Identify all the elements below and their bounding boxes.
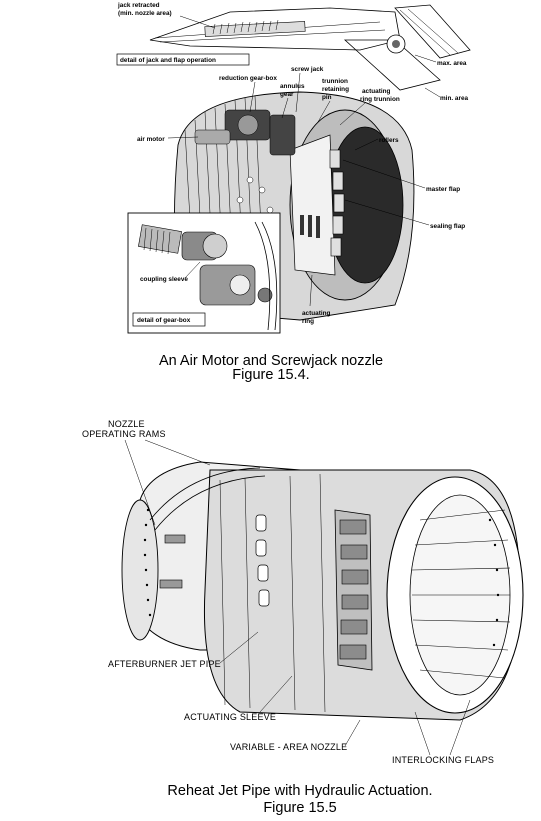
reheat-jet-pipe-drawing — [121, 461, 524, 721]
label-gear: gear — [280, 91, 294, 98]
gearbox-detail-inset — [127, 212, 281, 334]
label-actuating: actuating — [362, 88, 391, 95]
label-variable-area-nozzle: VARIABLE - AREA NOZZLE — [230, 742, 347, 752]
figure-15-4-caption-title: An Air Motor and Screwjack nozzle — [159, 353, 383, 369]
figure-15-4-caption-number: Figure 15.4. — [232, 367, 309, 383]
label-coupling-sleeve: coupling sleeve — [140, 276, 188, 283]
figure-15-5-caption-title: Reheat Jet Pipe with Hydraulic Actuation… — [167, 783, 432, 799]
figure-15-5-caption-number: Figure 15.5 — [263, 800, 336, 816]
label-nozzle: NOZZLE — [108, 419, 145, 429]
label-operating-rams: OPERATING RAMS — [82, 429, 166, 439]
label-detail-jack-flap: detail of jack and flap operation — [120, 57, 216, 64]
label-actuating-sleeve: ACTUATING SLEEVE — [184, 712, 276, 722]
label-sealing-flap: sealing flap — [430, 223, 465, 230]
label-trunnion: trunnion — [322, 78, 348, 85]
label-jack-retracted: jack retracted — [117, 2, 160, 9]
label-rollers: rollers — [379, 137, 399, 144]
figure-15-4: jack retracted (min. nozzle area) detail… — [116, 2, 471, 383]
label-afterburner-jet-pipe: AFTERBURNER JET PIPE — [108, 659, 221, 669]
figure-15-5: NOZZLE OPERATING RAMS AFTERBURNER JET PI… — [82, 419, 524, 816]
label-actuating-2: actuating — [302, 310, 331, 317]
label-min-area: min. area — [440, 95, 469, 102]
label-air-motor: air motor — [137, 136, 165, 143]
figure-15-5-labels: NOZZLE OPERATING RAMS AFTERBURNER JET PI… — [82, 419, 494, 765]
label-pin: pin — [322, 94, 332, 101]
screwjack-nozzle-drawing — [173, 91, 415, 321]
label-min-nozzle-area: (min. nozzle area) — [118, 10, 172, 17]
jack-flap-detail-drawing — [149, 4, 471, 91]
label-ring-trunnion: ring trunnion — [360, 96, 400, 103]
figure-15-4-labels: jack retracted (min. nozzle area) detail… — [116, 2, 469, 325]
label-retaining: retaining — [322, 86, 349, 93]
label-reduction-gearbox: reduction gear-box — [219, 75, 277, 82]
label-ring: ring — [302, 318, 314, 325]
label-master-flap: master flap — [426, 186, 460, 193]
label-interlocking-flaps: INTERLOCKING FLAPS — [392, 755, 494, 765]
label-max-area: max. area — [437, 60, 467, 67]
label-detail-gearbox: detail of gear-box — [137, 317, 191, 324]
label-screw-jack: screw jack — [291, 66, 324, 73]
label-annulus: annulus — [280, 83, 305, 90]
